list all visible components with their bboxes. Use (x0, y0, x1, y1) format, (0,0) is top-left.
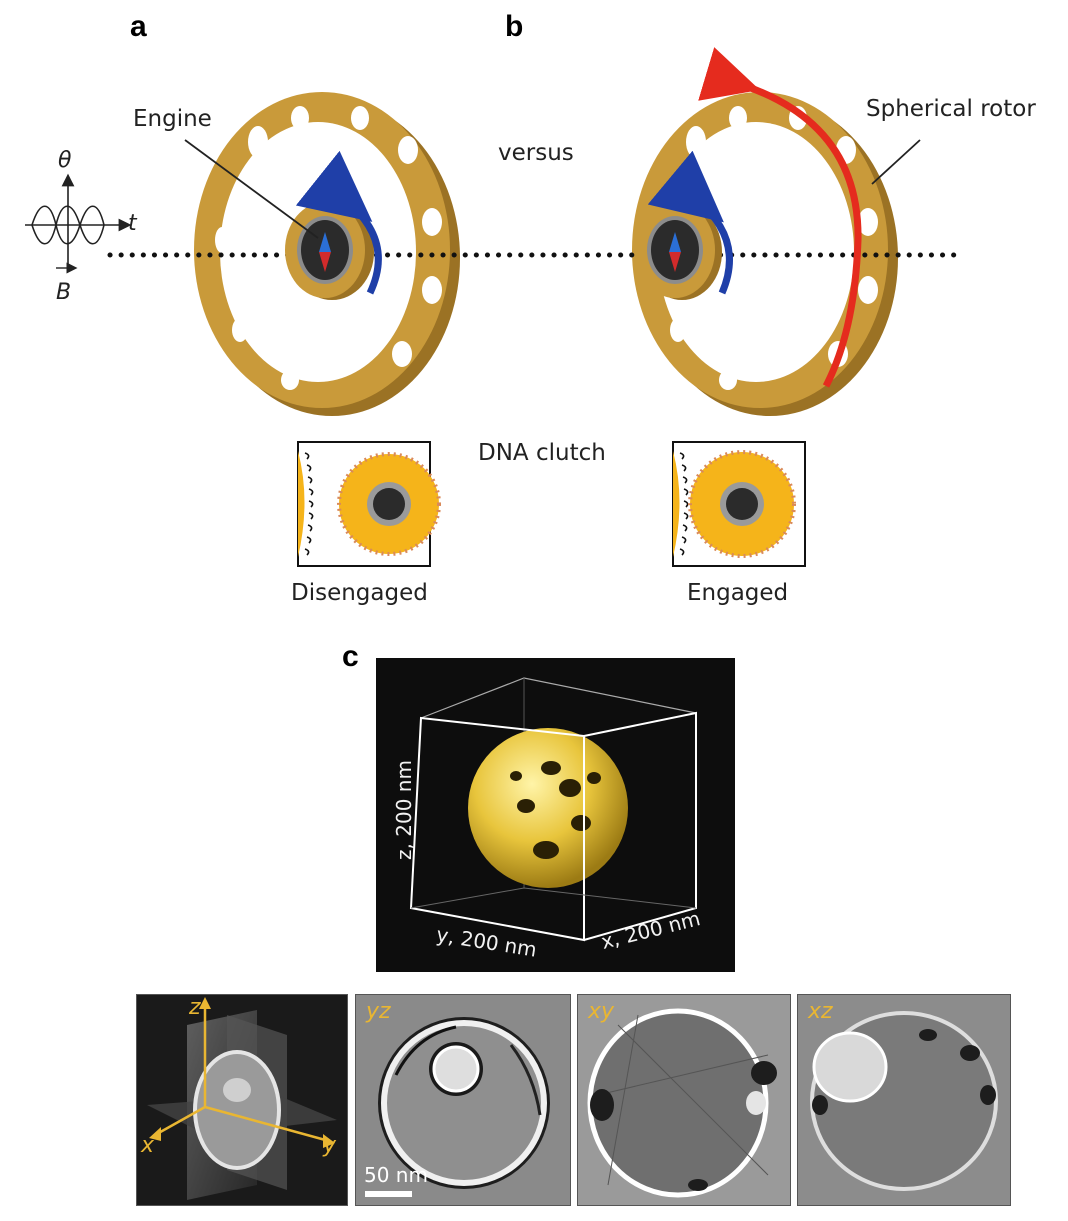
slice-xy-tag: xy (588, 999, 615, 1024)
panel-letter-b: b (505, 10, 524, 43)
tomogram-volume-view: z, 200 nm y, 200 nm x, 200 nm (376, 658, 735, 972)
engine-a (285, 150, 382, 300)
axis-x-label: x (141, 1133, 155, 1158)
clutch-engaged-inset (672, 441, 806, 567)
engine-b (635, 150, 733, 300)
theta-label: θ (58, 148, 72, 173)
disengaged-label: Disengaged (291, 580, 428, 606)
axis-z-label: z (189, 995, 201, 1020)
scale-bar-label: 50 nm (364, 1163, 428, 1187)
engine-leader-line (184, 139, 319, 239)
slice-yz-view: yz 50 nm (355, 994, 571, 1206)
clutch-disengaged-inset (297, 441, 441, 567)
slice-xz-view: xz (797, 994, 1011, 1206)
rotor-leader-line (871, 139, 921, 185)
slice-xy-view: xy (577, 994, 791, 1206)
versus-label: versus (498, 140, 574, 166)
rotor-rotation-arrow (698, 47, 862, 388)
slice-yz-tag: yz (366, 999, 391, 1024)
engine-label: Engine (133, 106, 212, 132)
t-label: t (128, 211, 137, 236)
rotor-illustration (25, 47, 963, 416)
scale-bar (365, 1191, 412, 1197)
rotor-label: Spherical rotor (866, 96, 1036, 122)
panel-letter-c: c (342, 640, 359, 673)
dna-clutch-label: DNA clutch (478, 440, 606, 466)
axis-y-label: y (323, 1133, 337, 1158)
tomogram-sphere (468, 728, 628, 888)
panel-letter-a: a (130, 10, 147, 43)
slice-orientation-view: z x y (136, 994, 348, 1206)
engaged-label: Engaged (687, 580, 789, 606)
b-label: B (56, 280, 72, 305)
slice-xz-tag: xz (808, 999, 833, 1024)
volume-z-label: z, 200 nm (391, 760, 416, 860)
field-waveform (25, 173, 132, 274)
